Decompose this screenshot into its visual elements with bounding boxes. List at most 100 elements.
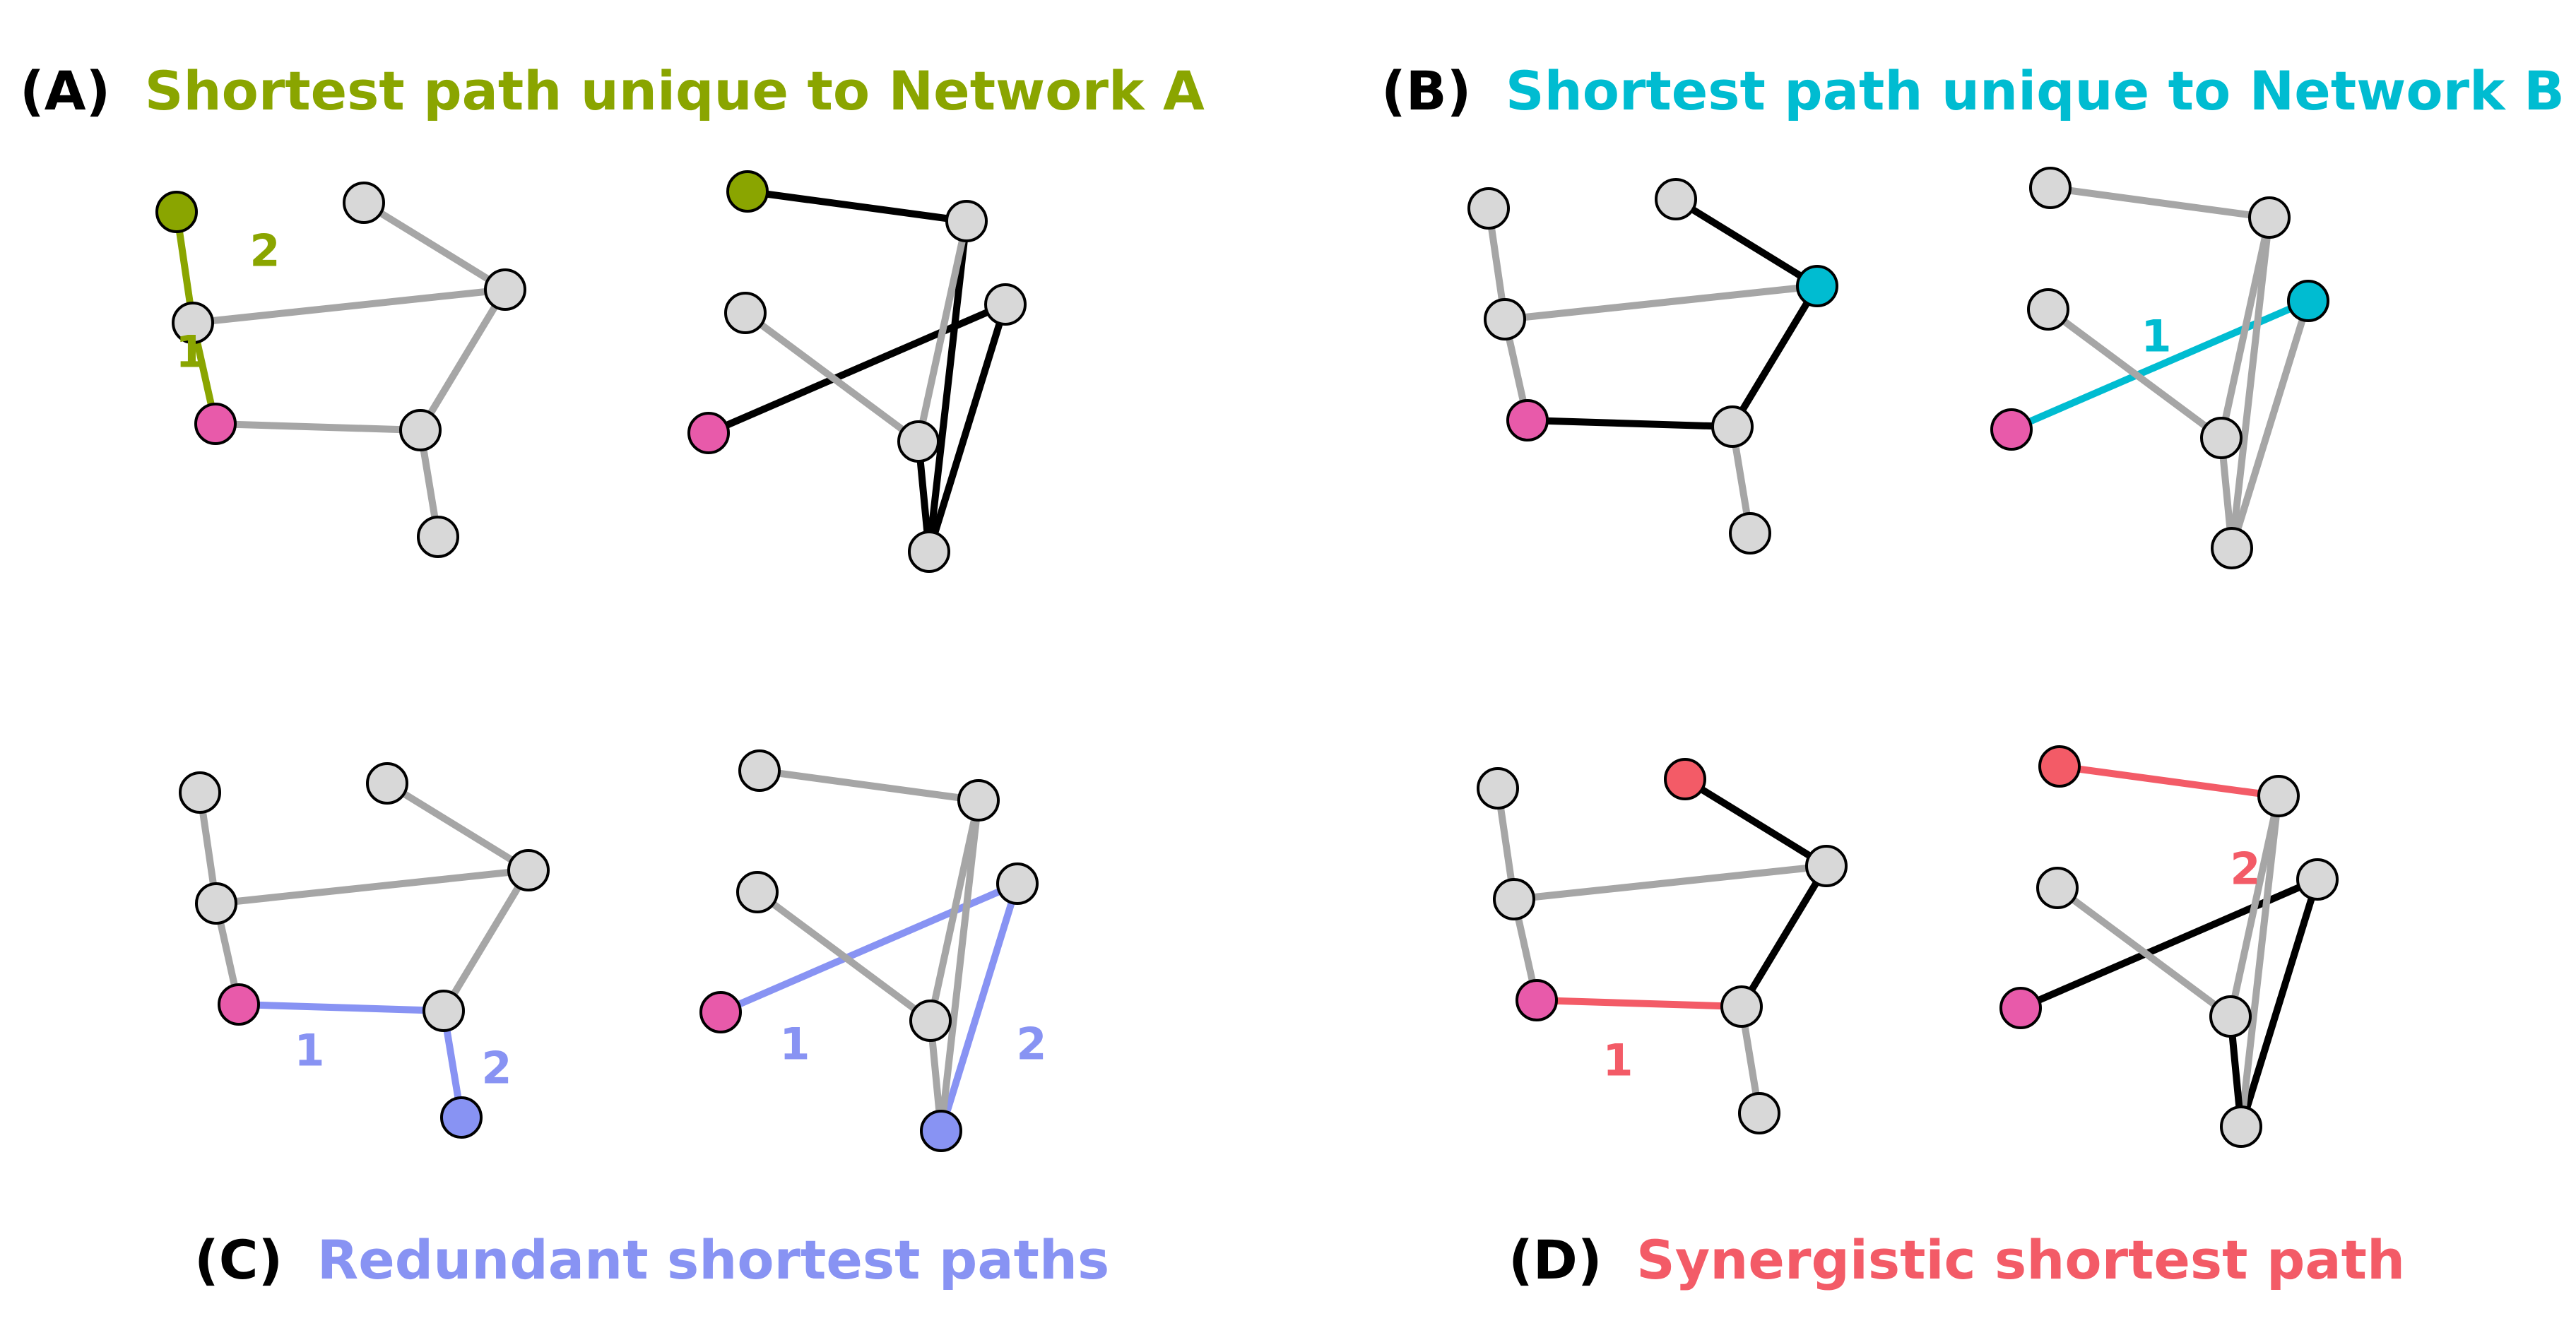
graph-node bbox=[2200, 417, 2243, 459]
panel-c-graphs: 1 2 1 2 bbox=[179, 749, 1047, 1152]
graph-edge bbox=[754, 889, 934, 1024]
graph-node bbox=[423, 990, 465, 1032]
panel-b-title: (B) Shortest path unique to Network B bbox=[1381, 59, 2565, 122]
graph-edge bbox=[2218, 214, 2273, 441]
source-node bbox=[687, 412, 730, 454]
graph-edge bbox=[927, 797, 982, 1024]
graph-node bbox=[1477, 767, 1519, 810]
graph-edge bbox=[2054, 884, 2234, 1020]
graph-edge bbox=[1501, 283, 1821, 323]
source-node bbox=[699, 991, 742, 1033]
graph-node bbox=[417, 516, 459, 558]
panel-a-title: (A) Shortest path unique to Network A bbox=[20, 59, 1205, 122]
graph-node bbox=[484, 268, 526, 311]
panel-a-graphs: 21 bbox=[155, 170, 1027, 573]
panel-d-network-a bbox=[1477, 758, 1848, 1134]
panel-a-network-a bbox=[155, 182, 526, 558]
panel-b-graphs: 1 bbox=[1467, 167, 2329, 569]
graph-edge bbox=[926, 218, 970, 555]
graph-node bbox=[1664, 758, 1706, 800]
graph-node bbox=[736, 871, 779, 913]
path-step-label: 1 bbox=[1602, 1035, 1633, 1086]
path-step-label: 2 bbox=[2230, 843, 2260, 895]
graph-node bbox=[724, 292, 767, 334]
graph-node bbox=[1720, 985, 1763, 1028]
graph-node bbox=[1484, 298, 1526, 340]
panel-a-title-text: Shortest path unique to Network A bbox=[145, 59, 1205, 122]
graph-node bbox=[1738, 1092, 1780, 1134]
source-node bbox=[1506, 399, 1549, 441]
path-step-label: 1 bbox=[779, 1019, 810, 1070]
graph-edge bbox=[2228, 297, 2312, 552]
source-node bbox=[1516, 979, 1558, 1021]
panel-c-network-b bbox=[699, 749, 1039, 1152]
graph-node bbox=[984, 283, 1027, 326]
panel-d-graphs: 12 bbox=[1477, 745, 2339, 1148]
graph-node bbox=[2029, 167, 2072, 209]
graph-node bbox=[155, 191, 198, 233]
graph-edge bbox=[417, 286, 509, 434]
panel-titles: (A) Shortest path unique to Network A (B… bbox=[20, 59, 2565, 1291]
graph-edge bbox=[384, 780, 532, 874]
graph-node bbox=[179, 771, 221, 814]
panel-a-network-b bbox=[687, 170, 1027, 573]
graph-node bbox=[996, 862, 1039, 905]
graph-node bbox=[1711, 405, 1754, 448]
graph-edge bbox=[1682, 776, 1830, 870]
panel-c-title: (C) Redundant shortest paths bbox=[194, 1228, 1109, 1291]
source-node bbox=[194, 403, 237, 445]
graph-node bbox=[2296, 858, 2339, 901]
graph-node bbox=[738, 749, 781, 792]
graph-edge bbox=[938, 797, 982, 1134]
graph-node bbox=[1493, 878, 1535, 920]
graph-edge bbox=[1729, 283, 1821, 430]
graph-node bbox=[957, 779, 1000, 822]
graph-edge bbox=[2047, 184, 2273, 221]
panel-b-tag: (B) bbox=[1381, 59, 1471, 122]
panel-c-network-a bbox=[179, 762, 550, 1139]
graph-node bbox=[2036, 867, 2079, 909]
panel-d-title-text: Synergistic shortest path bbox=[1636, 1228, 2405, 1291]
graph-node bbox=[726, 170, 769, 213]
graph-node bbox=[399, 409, 442, 451]
graph-edge bbox=[742, 309, 922, 445]
graph-edge bbox=[1524, 417, 1736, 430]
graph-node bbox=[2220, 1105, 2262, 1148]
panel-d-tag: (D) bbox=[1508, 1228, 1602, 1291]
graph-node bbox=[908, 530, 950, 573]
graph-edge bbox=[360, 199, 509, 293]
panel-c-title-text: Redundant shortest paths bbox=[317, 1228, 1110, 1291]
graph-node bbox=[366, 762, 408, 805]
graph-node bbox=[195, 882, 237, 925]
graph-node bbox=[2257, 775, 2300, 817]
graph-node bbox=[2248, 196, 2291, 239]
graph-node bbox=[1805, 845, 1848, 887]
graph-node bbox=[507, 849, 550, 891]
graph-edge bbox=[2056, 763, 2282, 800]
path-step-label: 1 bbox=[2141, 311, 2171, 362]
panel-d-network-b bbox=[1999, 745, 2339, 1148]
panel-a-tag: (A) bbox=[20, 59, 110, 122]
graph-edge bbox=[756, 767, 982, 804]
graph-node bbox=[1729, 512, 1771, 555]
graph-edge bbox=[212, 420, 424, 434]
graph-node bbox=[2038, 745, 2081, 788]
graph-edge bbox=[2228, 214, 2273, 552]
path-step-label: 2 bbox=[1016, 1019, 1046, 1070]
graph-node bbox=[897, 420, 940, 463]
graph-node bbox=[945, 200, 988, 242]
path-step-label: 1 bbox=[294, 1025, 324, 1077]
panel-b-title-text: Shortest path unique to Network B bbox=[1506, 59, 2565, 122]
path-step-label: 2 bbox=[249, 225, 280, 277]
panel-d-title: (D) Synergistic shortest path bbox=[1508, 1228, 2405, 1291]
source-node bbox=[1999, 987, 2042, 1029]
panel-b-network-b bbox=[1990, 167, 2329, 569]
source-node bbox=[218, 983, 260, 1026]
path-step-label: 2 bbox=[481, 1043, 512, 1094]
graph-edge bbox=[926, 301, 1009, 555]
graph-edge bbox=[2238, 793, 2282, 1130]
graph-node bbox=[1796, 265, 1838, 307]
graph-edge bbox=[189, 286, 509, 326]
